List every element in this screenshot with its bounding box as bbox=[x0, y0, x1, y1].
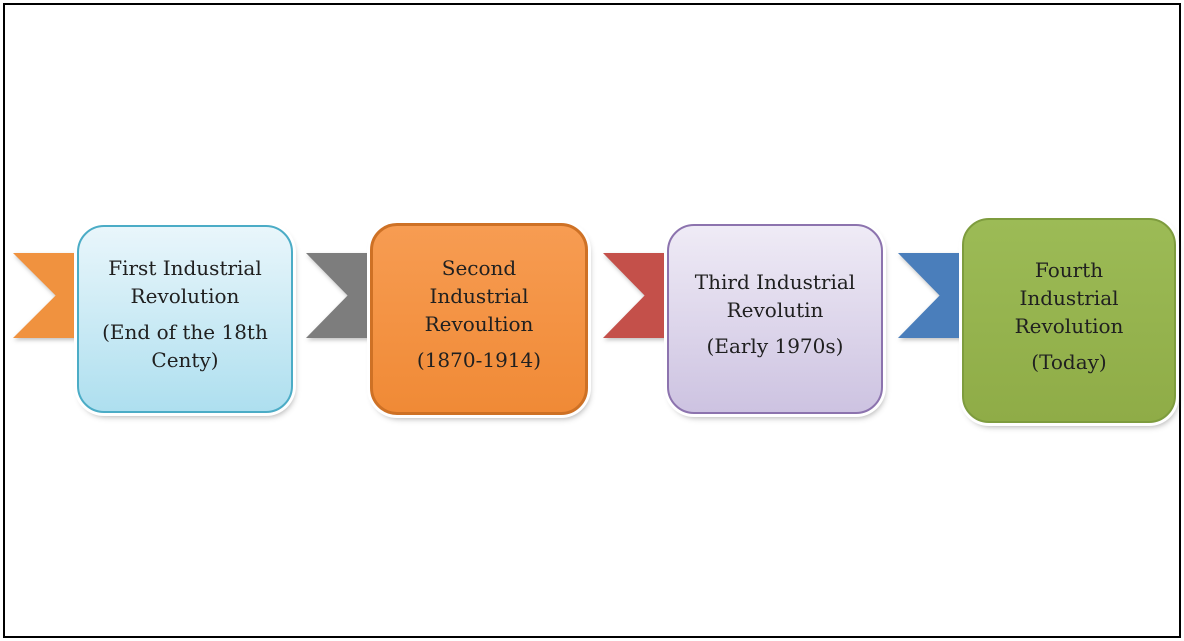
step-subtitle-line: (1870-1914) bbox=[416, 348, 542, 372]
step-subtitle: (Today) bbox=[1031, 348, 1106, 376]
step-title-line: Second bbox=[441, 256, 517, 280]
step-title: Fourth Industrial Revolution bbox=[1015, 256, 1124, 340]
step-title: Third Industrial Revolutin bbox=[695, 268, 855, 324]
step-subtitle-line: (Early 1970s) bbox=[706, 334, 844, 358]
step-title-line: First Industrial bbox=[108, 256, 262, 280]
process-step-box-fourth: Fourth Industrial Revolution (Today) bbox=[962, 218, 1176, 423]
step-subtitle: (End of the 18th Centy) bbox=[102, 318, 268, 374]
step-subtitle: (Early 1970s) bbox=[707, 332, 844, 360]
step-title: Second Industrial Revoultion bbox=[425, 254, 534, 338]
process-step-box-third: Third Industrial Revolutin (Early 1970s) bbox=[667, 224, 883, 414]
step-title-line: Revolutin bbox=[726, 298, 824, 322]
step-title-line: Fourth bbox=[1034, 257, 1104, 282]
step-subtitle: (1870-1914) bbox=[417, 346, 541, 374]
step-subtitle-line: (End of the 18th bbox=[102, 320, 268, 344]
step-title-line: Third Industrial bbox=[694, 270, 856, 294]
step-title: First Industrial Revolution bbox=[108, 254, 262, 310]
step-title-line: Revolution bbox=[130, 284, 240, 308]
step-title-line: Revolution bbox=[1014, 313, 1124, 338]
step-title-line: Industrial bbox=[429, 284, 529, 308]
step-title-line: Industrial bbox=[1019, 285, 1119, 310]
step-subtitle-line: Centy) bbox=[151, 348, 219, 372]
process-step-box-first: First Industrial Revolution (End of the … bbox=[77, 225, 293, 413]
process-step-box-second: Second Industrial Revoultion (1870-1914) bbox=[370, 223, 588, 415]
step-title-line: Revoultion bbox=[424, 312, 534, 336]
step-subtitle-line: (Today) bbox=[1031, 349, 1107, 374]
